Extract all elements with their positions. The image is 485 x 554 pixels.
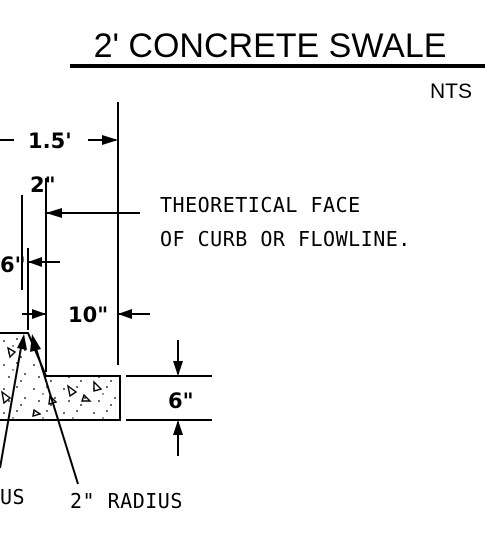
arrow-partial-6in (28, 257, 42, 267)
arrow-offset-2in (46, 208, 62, 218)
dim-thickness: 6" (168, 389, 194, 413)
leader-radius-left (0, 341, 23, 469)
arrow-ten-inch (118, 309, 132, 319)
leader-radius-right (33, 341, 79, 485)
dim-ten-inch: 10" (68, 303, 108, 327)
arrow-radius-right (30, 334, 41, 352)
concrete-outline (0, 332, 121, 421)
arrow-top-width-right (102, 135, 118, 145)
dim-top-width: 1.5' (28, 129, 72, 153)
arrow-thickness-upper (173, 361, 183, 376)
dim-offset-2in: 2" (30, 173, 56, 197)
callout-radius-left: US (0, 485, 25, 509)
aggregate-triangles (0, 346, 103, 417)
arrow-radius-left (17, 334, 27, 350)
arrow-thickness-lower (173, 420, 183, 435)
title: 2' CONCRETE SWALE (94, 27, 447, 65)
callout-face-line2: OF CURB OR FLOWLINE. (160, 227, 411, 251)
callout-face-line1: THEORETICAL FACE (160, 193, 361, 217)
scale-note: NTS (430, 80, 472, 103)
arrow-ten-inch-left (32, 309, 46, 319)
dim-partial-6in: 6" (0, 253, 26, 277)
callout-radius-right: 2" RADIUS (70, 489, 183, 513)
